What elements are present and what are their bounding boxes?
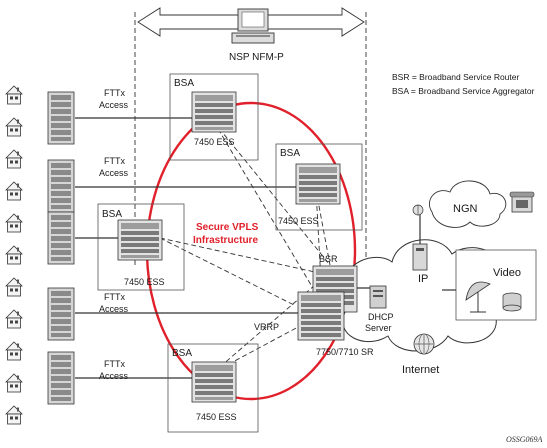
- satellite-dish-icon: [465, 281, 491, 313]
- ngn-label: NGN: [453, 203, 478, 215]
- dhcp-server-icon: [369, 285, 387, 309]
- bsr-label: BSR: [319, 254, 338, 264]
- storage-icon: [502, 292, 522, 312]
- bsa-model: 7450 ESS: [196, 412, 237, 422]
- legend-bsa: BSA = Broadband Service Aggregator: [392, 86, 535, 96]
- bsa-title: BSA: [280, 148, 300, 159]
- bsa-node: BSA 7450 ESS: [275, 143, 363, 231]
- vpls-label-2: Infrastructure: [193, 235, 258, 246]
- legend-bsr: BSR = Broadband Service Router: [392, 72, 520, 82]
- access-label-2b: Access: [99, 168, 129, 178]
- bsa-model: 7450 ESS: [124, 277, 165, 287]
- router-icon: [191, 91, 237, 133]
- access-label-1b: Access: [99, 100, 129, 110]
- ngn-cloud: [429, 180, 507, 228]
- bsa-title: BSA: [102, 209, 122, 220]
- gateway-device-icon: [412, 243, 428, 271]
- nms-label: NSP NFM-P: [229, 52, 284, 63]
- bsa-model: 7450 ESS: [194, 137, 235, 147]
- router-icon: [191, 361, 237, 403]
- house-icons: [5, 85, 23, 425]
- internet-label: Internet: [402, 364, 439, 376]
- vrrp-label: VRRP: [254, 322, 279, 332]
- bsa-title: BSA: [172, 348, 192, 359]
- bsr-router-icon: [297, 291, 345, 341]
- access-label-4b: Access: [99, 371, 129, 381]
- ngn-server-icon: [412, 204, 424, 216]
- router-icon: [117, 219, 163, 261]
- bsa-node: BSA 7450 ESS: [169, 73, 259, 161]
- access-rack-icons: [47, 91, 75, 405]
- dhcp-label-1: DHCP: [368, 312, 394, 322]
- dhcp-label-2: Server: [365, 323, 392, 333]
- bsa-title: BSA: [174, 78, 194, 89]
- vpls-label-1: Secure VPLS: [196, 222, 259, 233]
- bsa-model: 7450 ESS: [278, 216, 319, 226]
- internet-globe-icon: [413, 333, 435, 355]
- router-icon: [295, 163, 341, 205]
- nms-computer-icon: [231, 8, 275, 44]
- ip-label: IP: [418, 273, 428, 285]
- access-label-3b: Access: [99, 304, 129, 314]
- access-label-1a: FTTx: [104, 88, 125, 98]
- figure-id: OSSG069A: [506, 435, 543, 444]
- access-label-4a: FTTx: [104, 359, 125, 369]
- phone-icon: [509, 191, 535, 213]
- access-label-3a: FTTx: [104, 292, 125, 302]
- bsa-node: BSA 7450 ESS: [97, 203, 185, 291]
- video-box: [455, 249, 537, 321]
- bsa-node: BSA 7450 ESS: [167, 343, 259, 433]
- video-label: Video: [493, 267, 521, 279]
- bsr-model: 7750/7710 SR: [316, 347, 374, 357]
- access-label-2a: FTTx: [104, 156, 125, 166]
